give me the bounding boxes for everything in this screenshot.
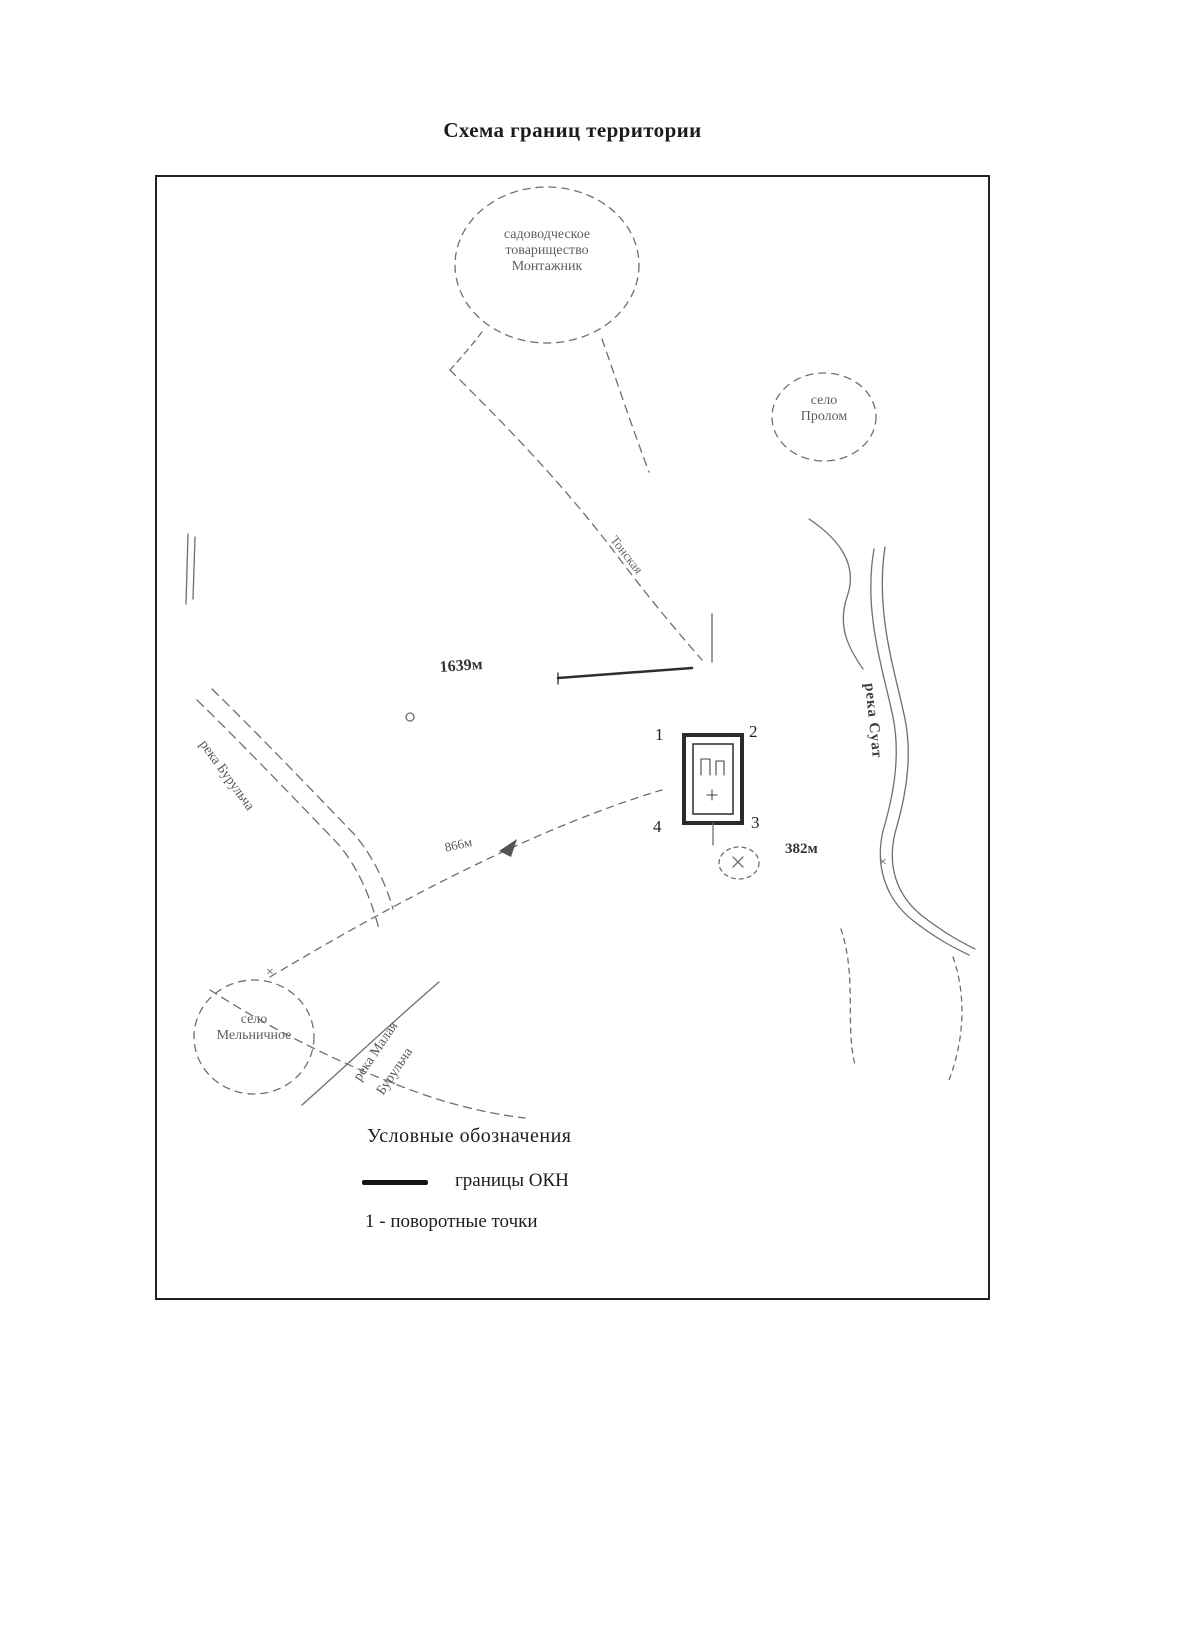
road-crossing	[301, 981, 440, 1106]
arrowhead	[499, 839, 517, 857]
okn-boundary-inner	[692, 743, 734, 815]
road-branch-top	[449, 331, 483, 371]
map-frame: садоводческое товарищество Монтажник сел…	[155, 175, 990, 1300]
settlement-garden-label: садоводческое товарищество Монтажник	[503, 227, 591, 274]
river-suat-lower1	[840, 928, 856, 1066]
garden-settlement-circle	[454, 186, 640, 344]
point-2: 2	[749, 722, 758, 741]
road-southwest	[269, 789, 663, 978]
legend-points-label: 1 - поворотные точки	[365, 1211, 538, 1232]
edge-ticks	[185, 533, 196, 605]
okn-site-glyphs	[700, 758, 725, 801]
cross-mark-right: ×	[879, 855, 887, 870]
river-burulcha-line1	[196, 699, 380, 930]
measure-line-1639	[556, 666, 694, 680]
point-3: 3	[751, 813, 760, 832]
distance-label-1639: 1639м	[439, 656, 484, 676]
river-burulcha-line2	[211, 688, 394, 910]
village-left-circle	[193, 979, 315, 1095]
legend-boundary-label: границы ОКН	[455, 1170, 569, 1191]
small-dashed-ellipse	[718, 846, 760, 880]
small-marker	[405, 712, 415, 722]
cross-mark-left: ×	[266, 965, 274, 980]
settlement-right-label: село Пролом	[800, 393, 848, 424]
river-suat-line1	[870, 548, 970, 956]
road-bottom-left	[209, 989, 526, 1119]
legend-boundary-swatch	[362, 1180, 428, 1185]
map-drawing	[185, 186, 976, 1119]
ellipse-mark	[732, 856, 744, 868]
page-title: Схема границ территории	[443, 118, 702, 142]
road-northeast	[449, 369, 703, 661]
point-1: 1	[655, 725, 664, 744]
village-right-circle	[771, 372, 877, 462]
river-suat-line2	[881, 546, 976, 950]
distance-label-382: 382м	[785, 841, 818, 857]
settlement-left-label: село Мельничное	[216, 1012, 292, 1043]
legend-title: Условные обозначения	[367, 1125, 572, 1147]
river-suat-upper	[808, 518, 864, 670]
river-suat-lower2	[948, 956, 963, 1081]
road-branch	[601, 338, 650, 473]
point-4: 4	[653, 817, 662, 836]
